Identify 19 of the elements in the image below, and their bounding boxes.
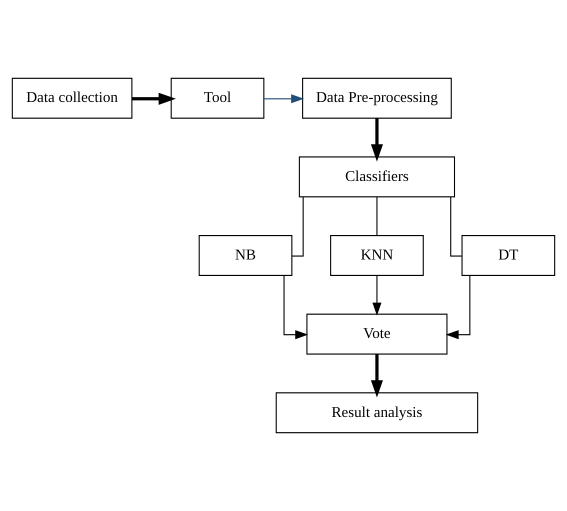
node-box: Result analysis	[276, 392, 478, 434]
arrow	[264, 94, 304, 104]
node-box: NB	[198, 235, 292, 276]
arrow	[372, 276, 382, 316]
arrow	[446, 275, 470, 340]
node-box: Data collection	[12, 78, 132, 119]
arrow	[132, 92, 176, 105]
node-box: KNN	[330, 235, 424, 276]
arrow	[284, 275, 308, 340]
node-box: DT	[462, 235, 556, 276]
arrow	[370, 354, 383, 398]
node-box: Tool	[170, 78, 264, 119]
connector	[450, 196, 462, 257]
arrow	[370, 118, 383, 162]
node-box: Data Pre-processing	[302, 78, 452, 119]
connector	[292, 196, 304, 257]
node-box: Classifiers	[298, 156, 456, 198]
connector	[376, 197, 378, 236]
node-box: Vote	[306, 314, 448, 355]
